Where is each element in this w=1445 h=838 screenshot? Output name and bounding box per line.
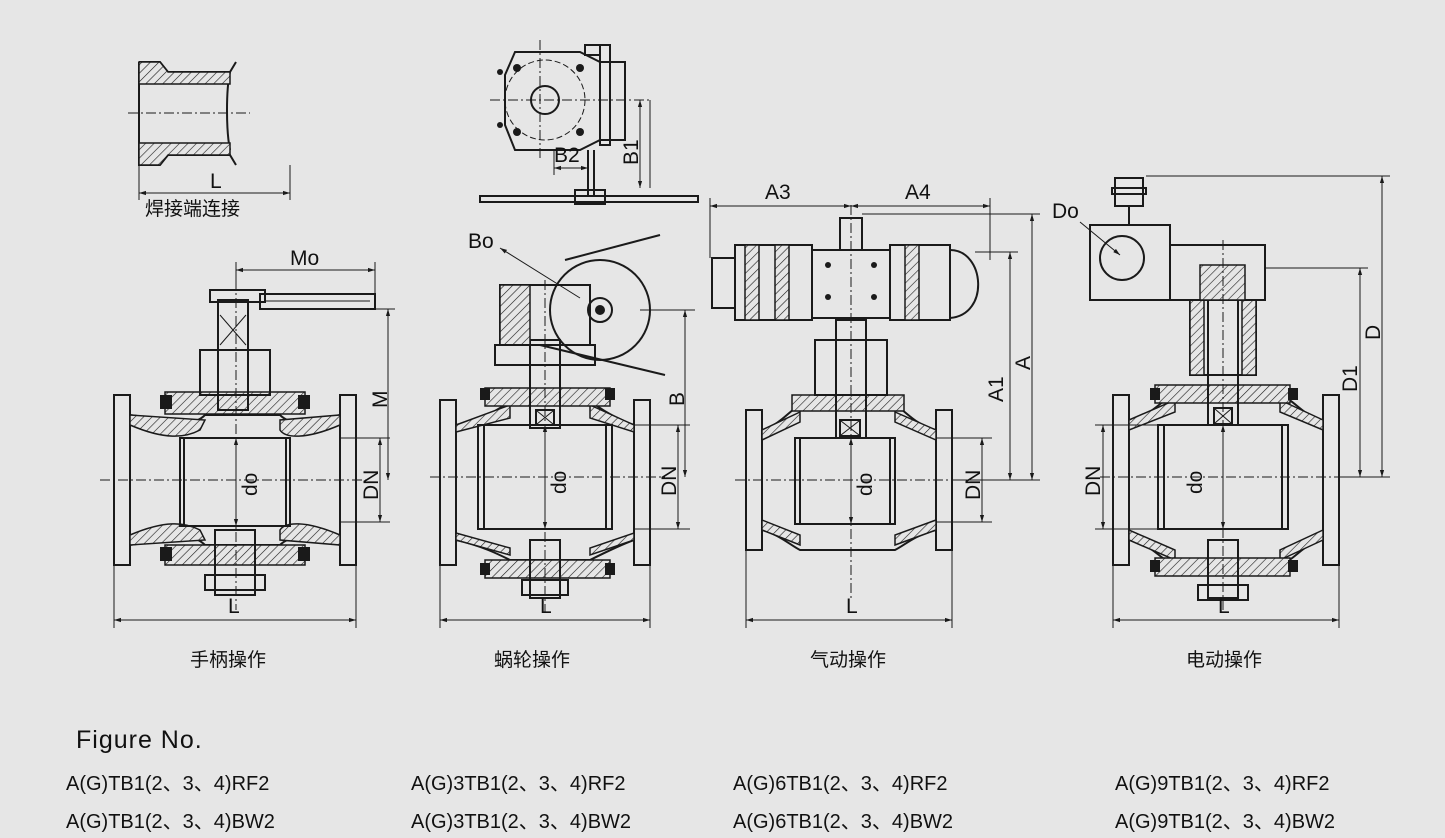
do-label-worm: do: [548, 471, 571, 494]
model-electric-rf: A(G)9TB1(2、3、4)RF2: [1115, 773, 1330, 795]
weld-end-detail: L 焊接端连接: [128, 61, 291, 220]
model-manual-rf: A(G)TB1(2、3、4)RF2: [66, 773, 270, 795]
dn-label-pneumatic: DN: [962, 470, 985, 500]
model-pneumatic-bw: A(G)6TB1(2、3、4)BW2: [733, 811, 954, 833]
worm-gear-top-view: B2 B1: [479, 40, 699, 205]
b2-label: B2: [554, 144, 580, 167]
caption-pneumatic: 气动操作: [810, 649, 886, 671]
do-label-pneumatic: do: [854, 473, 877, 496]
a4-label: A4: [905, 181, 931, 204]
valve-drawing: L 焊接端连接 B2 B1: [100, 40, 1390, 671]
figure-no-title: Figure No.: [76, 726, 203, 754]
model-electric-bw: A(G)9TB1(2、3、4)BW2: [1115, 811, 1336, 833]
model-worm-bw: A(G)3TB1(2、3、4)BW2: [411, 811, 632, 833]
valve-electric: Do do DN D1 D L 电动操作: [1052, 175, 1390, 671]
dn-label-worm: DN: [658, 466, 681, 496]
caption-worm: 蜗轮操作: [494, 649, 570, 671]
l-label-electric: L: [1218, 595, 1230, 618]
do-label-manual: do: [239, 473, 262, 496]
do-label-electric: do: [1184, 471, 1207, 494]
a1-label: A1: [985, 376, 1008, 402]
valve-pneumatic: do DN A3 A4 A1 A L 气动操作: [709, 181, 1040, 671]
m-label: M: [369, 391, 392, 409]
caption-manual: 手柄操作: [190, 649, 266, 671]
caption-electric: 电动操作: [1186, 649, 1262, 671]
l-label-worm: L: [540, 595, 552, 618]
weld-length-label: L: [210, 170, 222, 193]
a-label: A: [1012, 356, 1035, 370]
valve-worm-gear: Bo do DN B L 蜗轮操作: [430, 230, 695, 671]
d1-label: D1: [1339, 365, 1362, 392]
model-pneumatic-rf: A(G)6TB1(2、3、4)RF2: [733, 773, 948, 795]
do-actuator-label: Do: [1052, 200, 1079, 223]
bo-label: Bo: [468, 230, 494, 253]
mo-label: Mo: [290, 247, 319, 270]
model-manual-bw: A(G)TB1(2、3、4)BW2: [66, 811, 275, 833]
weld-end-caption: 焊接端连接: [145, 198, 240, 220]
l-label-pneumatic: L: [846, 595, 858, 618]
b1-label: B1: [620, 139, 643, 165]
valve-manual: do DN M Mo L 手柄操作: [100, 247, 395, 671]
model-worm-rf: A(G)3TB1(2、3、4)RF2: [411, 773, 626, 795]
dn-label-electric: DN: [1082, 466, 1105, 496]
dn-label-manual: DN: [360, 470, 383, 500]
d-label: D: [1362, 325, 1385, 340]
a3-label: A3: [765, 181, 791, 204]
b-label: B: [666, 392, 689, 406]
l-label-manual: L: [228, 595, 240, 618]
